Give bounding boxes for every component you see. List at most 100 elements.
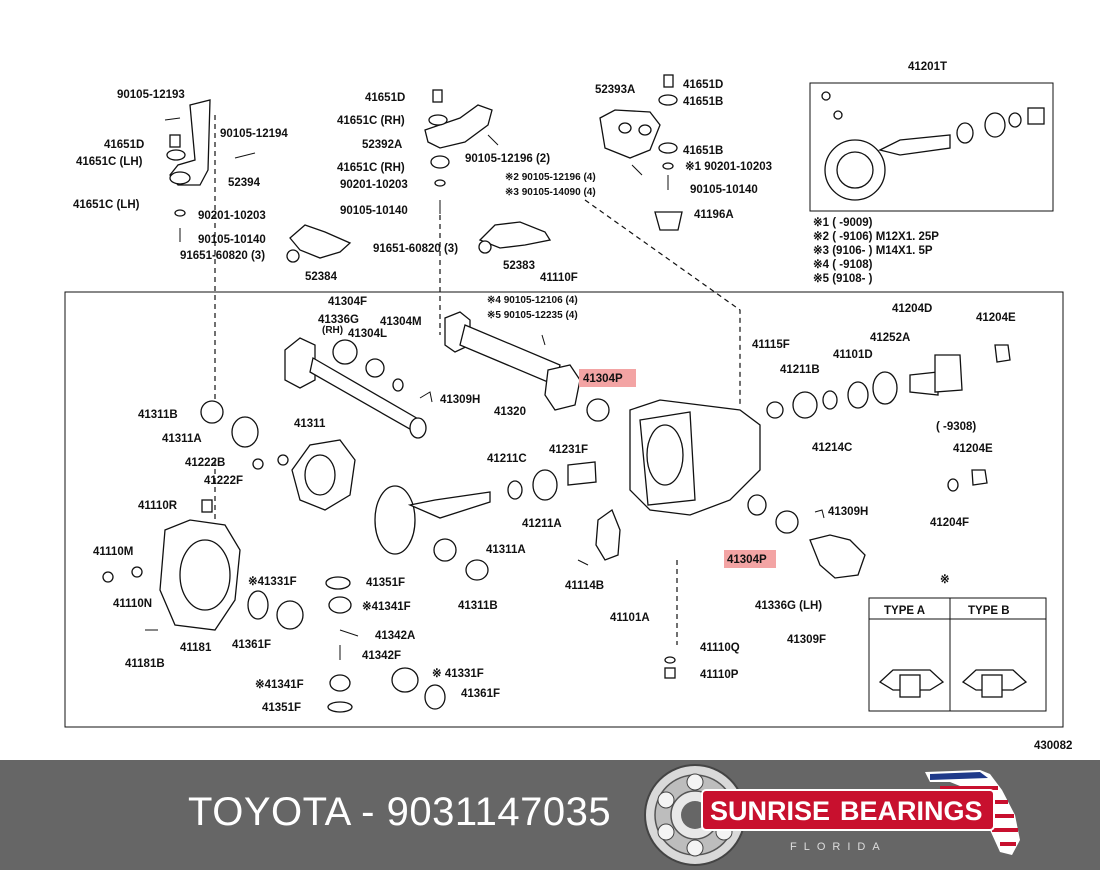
part-label: 41222B [185,457,225,469]
bracket-52393a [599,74,683,231]
ring-gear-inset-frame [809,82,1054,212]
part-label: 52394 [228,177,261,189]
part-label: 41304M [380,316,422,328]
skid-plate-52383 [478,221,552,249]
part-label: ※2 90105-12196 (4) [505,172,596,183]
diagram-code: 430082 [1034,740,1072,752]
part-label: 41214C [812,442,852,454]
part-label: 41115F [752,339,790,351]
note-line: ※3 (9106- ) M14X1. 5P [813,244,933,257]
part-label: 41211C [487,453,527,465]
note-line: ※1 ( -9009) [813,216,873,229]
part-label: 41304P [583,373,623,385]
part-label: ※41331F [248,575,297,588]
sunrise-bearings-logo: SUNRISE BEARINGS FLORIDA [644,764,1020,866]
pinion-bearing-stack [766,344,1011,492]
date-range-notes: ※1 ( -9009) ※2 ( -9106) M12X1. 25P ※3 (9… [813,216,976,433]
part-labels: 90105-12193 41651D 41651C (LH) 90105-121… [73,61,1016,714]
part-label: 41336G [318,314,359,326]
part-label: 41304F [328,296,367,308]
part-label: ※ 41331F [432,667,484,680]
part-label: 41651B [683,96,723,108]
side-flange-lh [747,494,866,579]
legend-mark: ※ [940,573,950,586]
part-label: 41110F [540,272,578,284]
part-label: ※5 90105-12235 (4) [487,310,578,321]
part-label: 41311B [458,600,498,612]
part-label: 41201T [908,61,947,73]
part-label: 41651C (LH) [76,156,143,168]
highlight-41304p-upper [579,369,636,387]
part-label: 90105-10140 [198,234,266,246]
part-label: 41110Q [700,642,740,654]
part-label: 41342A [375,630,415,642]
part-label: 41342F [362,650,401,662]
part-label: 41204E [976,312,1016,324]
brand-left-text: SUNRISE [710,796,830,826]
part-label: 41651C (LH) [73,199,140,211]
part-label: 41231F [549,444,588,456]
bracket-52392a [424,89,499,214]
bracket-52394 [164,99,256,242]
part-label: 41110M [93,546,133,558]
note-line: ※2 ( -9106) M12X1. 25P [813,230,939,243]
part-label: 41651C (RH) [337,162,405,174]
part-label: 41196A [694,209,734,221]
type-b-label: TYPE B [968,605,1010,617]
part-label: 41101D [833,349,873,361]
part-label: 41204F [930,517,969,529]
part-label: 41651D [683,79,723,91]
part-label: 41311A [486,544,526,556]
part-label: ※41341F [255,678,304,691]
part-label: 91651-60820 (3) [373,243,458,255]
range-note: ( -9308) [936,421,976,433]
part-label: 41304P [727,554,767,566]
part-label: 41204D [892,303,932,315]
part-label: ※4 90105-12106 (4) [487,295,578,306]
axle-shaft-rh [284,337,433,439]
part-label: 90201-10203 [340,179,408,191]
skid-plate-52384 [289,224,352,259]
part-label: 41110R [138,500,178,512]
part-label: 52384 [305,271,338,283]
part-label: 41110N [113,598,152,610]
part-label: 91651-60820 (3) [180,250,265,262]
type-a-label: TYPE A [884,605,925,617]
axle-tube-41320 [444,311,581,411]
part-label: 41311B [138,409,178,421]
part-label: 41309H [440,394,480,406]
part-label: ※41341F [362,600,411,613]
part-label: 90105-12194 [220,128,288,140]
part-label: 41311A [162,433,202,445]
bearing-cap-41114b [577,508,676,679]
ring-gear-pinion-set [821,91,1045,201]
part-label: 41181 [180,642,212,654]
part-label: 52383 [503,260,535,272]
part-label: 41304L [348,328,387,340]
part-label: 41101A [610,612,650,624]
footer-band: TOYOTA - 9031147035 SUNRISE BE [0,760,1100,870]
part-label: ※1 90201-10203 [685,160,772,173]
part-number-title: TOYOTA - 9031147035 [188,790,612,834]
part-label: 41222F [204,475,243,487]
part-label: 41309H [828,506,868,518]
part-label: 41204E [953,443,993,455]
note-line: ※4 ( -9108) [813,258,873,271]
part-label: 41110P [700,669,739,681]
differential-carrier [629,399,761,516]
highlight-41304p-lower [724,550,776,568]
part-label: 90105-10140 [690,184,758,196]
part-label: 90105-12193 [117,89,185,101]
brand-banner [701,789,995,831]
part-label: 52393A [595,84,635,96]
part-label: 90105-12196 (2) [465,153,550,165]
part-label: 52392A [362,139,402,151]
part-label: 41336G (LH) [755,600,822,612]
part-label: 41211B [780,364,820,376]
part-label: 41361F [232,639,271,651]
part-label: 41651D [365,92,405,104]
part-label: 41252A [870,332,910,344]
part-label: 41651B [683,145,723,157]
part-label: 41651C (RH) [337,115,405,127]
part-label: 41361F [461,688,500,700]
